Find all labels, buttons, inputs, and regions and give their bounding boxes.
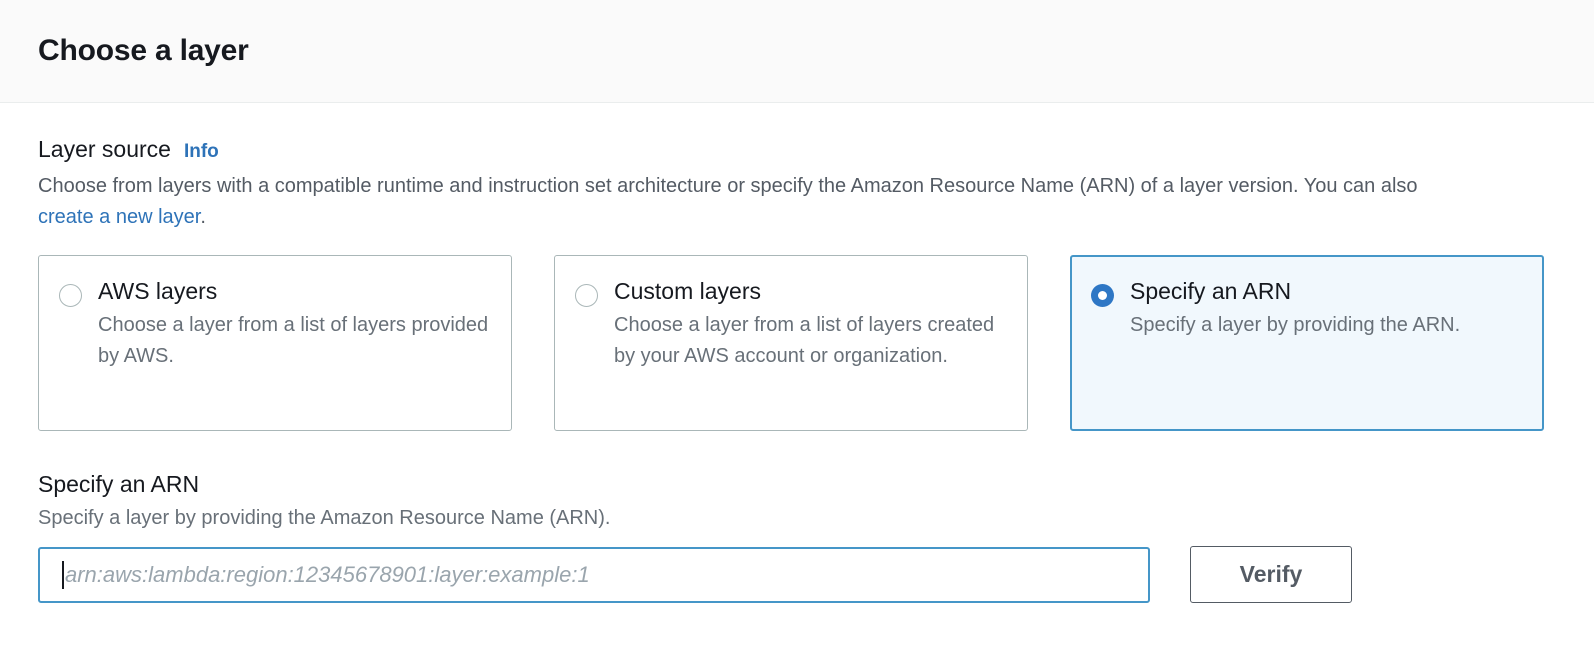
arn-input-container[interactable] [38,546,1150,603]
text-cursor-icon [62,560,64,589]
tile-text-specify-an-arn: Specify an ARN Specify a layer by provid… [1130,278,1523,410]
tile-text-aws-layers: AWS layers Choose a layer from a list of… [98,278,491,410]
arn-section-label: Specify an ARN [38,470,200,497]
arn-input-row: Verify [38,546,1556,604]
layer-source-options: AWS layers Choose a layer from a list of… [38,254,1556,431]
radio-icon-specify-an-arn[interactable] [1091,283,1114,307]
radio-icon-aws-layers[interactable] [59,283,82,307]
radio-icon-custom-layers[interactable] [575,283,598,307]
tile-description-aws-layers: Choose a layer from a list of layers pro… [98,313,489,367]
layer-source-description-text-1: Choose from layers with a compatible run… [38,174,1418,197]
arn-input[interactable] [65,559,1115,590]
layer-source-description: Choose from layers with a compatible run… [38,171,1468,233]
layer-source-label-row: Layer source Info [38,103,1556,164]
tile-description-specify-an-arn: Specify a layer by providing the ARN. [1130,313,1461,336]
layer-source-tile-custom-layers[interactable]: Custom layers Choose a layer from a list… [554,254,1028,431]
tile-description-custom-layers: Choose a layer from a list of layers cre… [614,313,995,367]
layer-source-label: Layer source [38,136,171,162]
create-a-new-layer-link[interactable]: create a new layer [38,205,201,228]
tile-title-custom-layers: Custom layers [614,277,761,304]
arn-section: Specify an ARN Specify a layer by provid… [38,471,1556,604]
panel-header: Choose a layer [0,0,1594,103]
panel-body: Layer source Info Choose from layers wit… [0,103,1594,604]
layer-source-tile-aws-layers[interactable]: AWS layers Choose a layer from a list of… [38,254,512,431]
layer-source-tile-specify-an-arn[interactable]: Specify an ARN Specify a layer by provid… [1070,254,1544,431]
page-title: Choose a layer [38,34,249,67]
tile-title-specify-an-arn: Specify an ARN [1130,277,1292,304]
layer-source-description-text-2: . [200,205,206,228]
arn-section-description: Specify a layer by providing the Amazon … [38,507,611,530]
tile-title-aws-layers: AWS layers [98,277,218,304]
verify-button[interactable]: Verify [1190,546,1352,604]
info-link[interactable]: Info [183,141,219,162]
tile-text-custom-layers: Custom layers Choose a layer from a list… [614,278,1007,410]
